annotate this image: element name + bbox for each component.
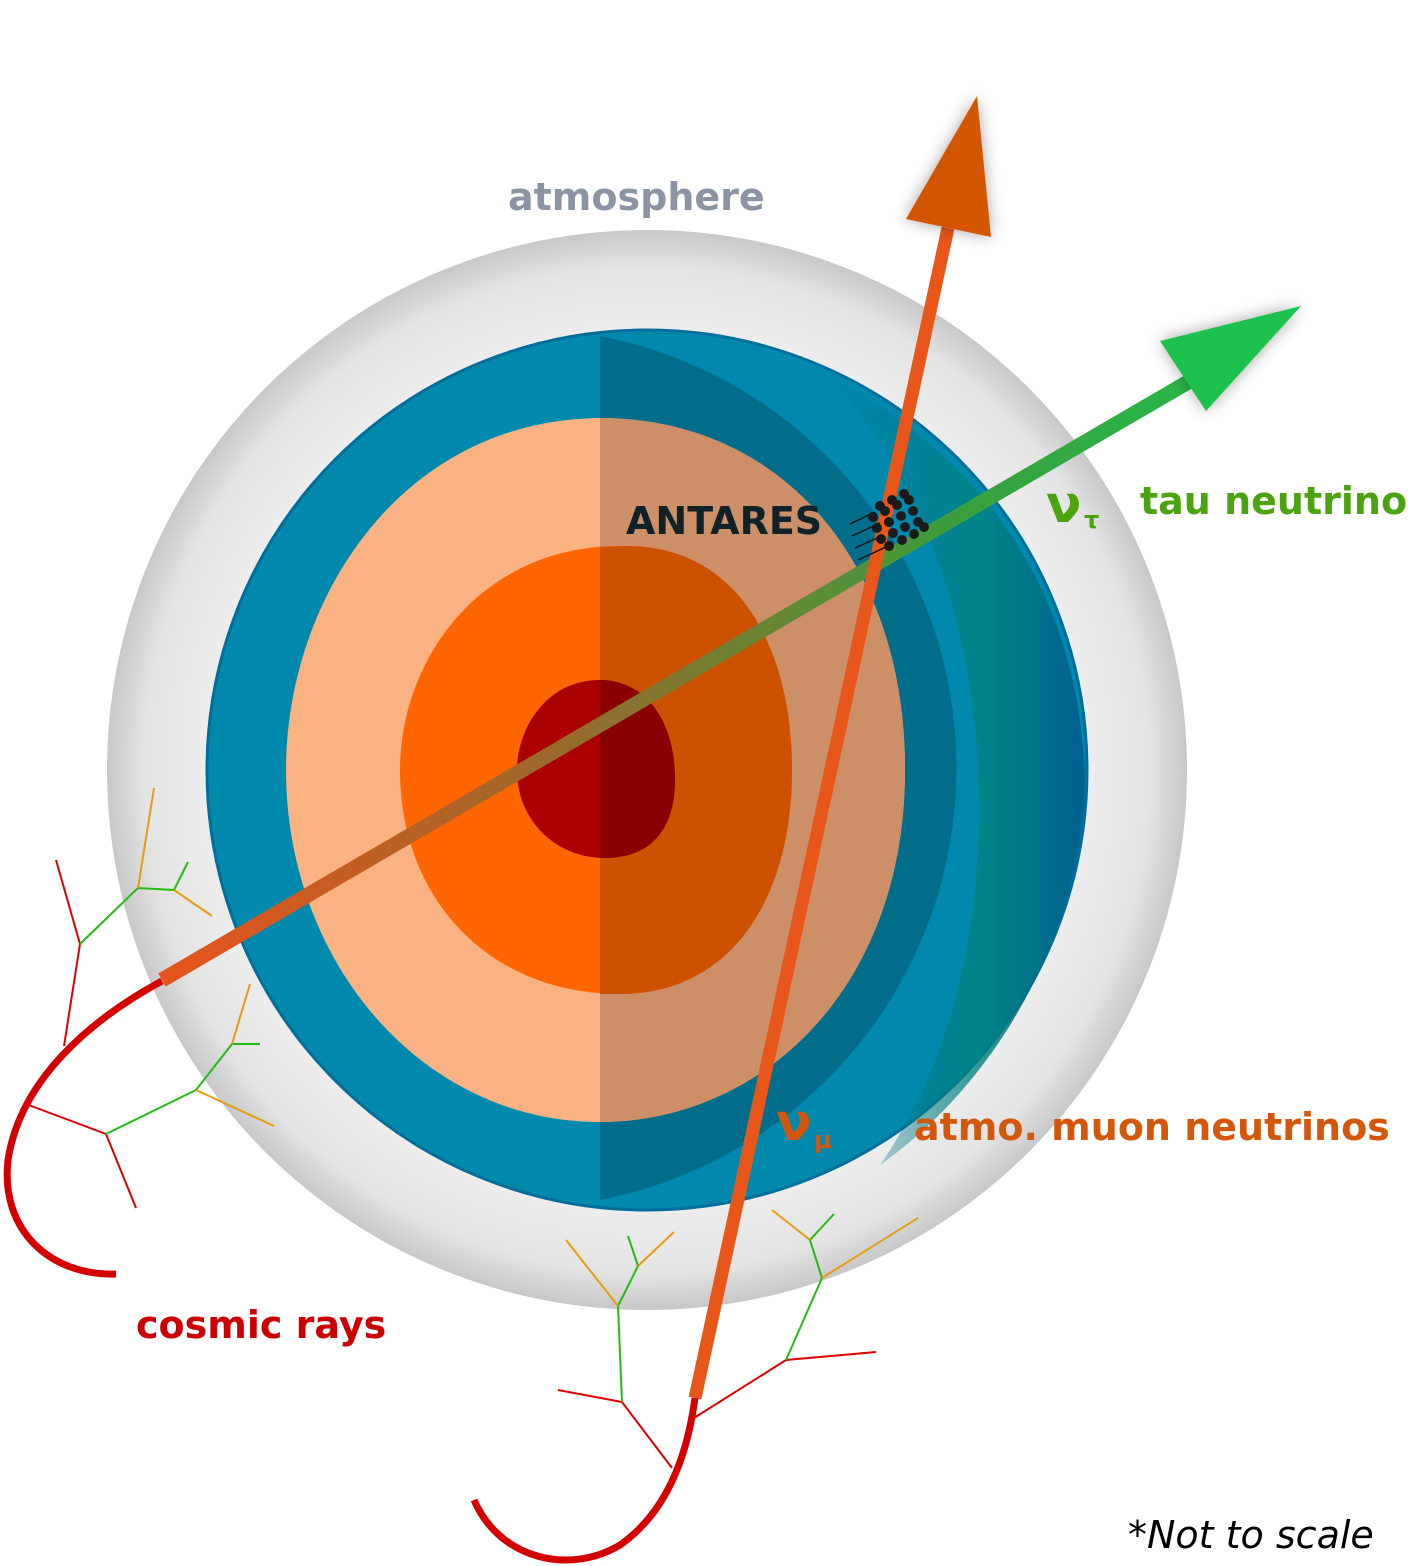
tau-neutrino-track: [158, 371, 1199, 987]
inner-core-shade: [600, 680, 675, 858]
air-shower-left-upper: [55, 787, 213, 1047]
muon-neutrinos-label: atmo. muon neutrinos: [914, 1105, 1390, 1149]
ocean-edge-highlight: [820, 370, 1085, 1165]
tau-symbol: ν: [1046, 475, 1081, 535]
muon-subscript: μ: [814, 1126, 832, 1154]
cosmic-ray-track-left: [3, 977, 164, 1278]
air-shower-bottom-left: [557, 1231, 675, 1469]
muon-symbol: ν: [776, 1093, 811, 1153]
scale-note: *Not to scale: [1128, 1513, 1374, 1557]
muon-neutrino-arrowhead: [906, 96, 991, 237]
atmosphere-label: atmosphere: [508, 175, 765, 219]
tau-subscript: τ: [1084, 506, 1099, 534]
tau-neutrino-arrowhead: [1160, 306, 1301, 411]
antares-detector-icon: [849, 489, 929, 561]
outer-core-shade: [600, 546, 792, 994]
antares-label: ANTARES: [626, 499, 822, 543]
tau-neutrino-label: tau neutrino: [1140, 479, 1407, 523]
air-shower-left-lower: [25, 983, 275, 1209]
cosmic-ray-track-bottom: [470, 1397, 699, 1564]
cosmic-rays-label: cosmic rays: [136, 1303, 386, 1347]
air-shower-bottom-right: [693, 1209, 919, 1419]
muon-neutrino-track: [688, 226, 955, 1400]
